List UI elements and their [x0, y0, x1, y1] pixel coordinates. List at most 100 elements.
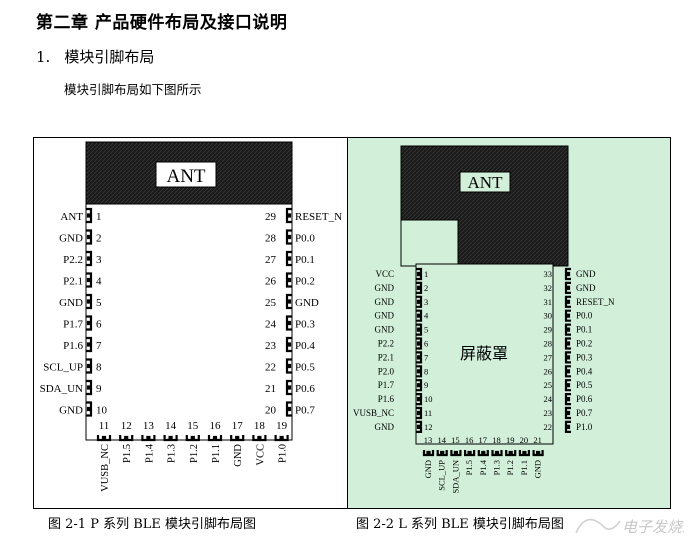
pin-pad: [285, 207, 292, 224]
pin-pad: [285, 293, 292, 310]
pin-pad: [491, 450, 503, 457]
pin-pad: [505, 450, 517, 457]
pin-name: GND: [59, 297, 83, 309]
pin-name: P1.5: [464, 460, 474, 475]
right-pin: P0.426: [544, 365, 593, 378]
pin-pad: [416, 406, 423, 420]
pin-number: 20: [520, 435, 529, 445]
pin-name: GND: [375, 325, 395, 335]
antenna-area: [400, 145, 569, 267]
shield-can: [415, 263, 554, 445]
pin-pad: [416, 365, 423, 378]
pin-name: P1.7: [63, 319, 83, 331]
watermark-swoosh: [575, 518, 621, 534]
pin-number: 24: [265, 319, 277, 331]
right-pin: P0.3 24: [265, 315, 315, 331]
right-pin: P0.030: [544, 309, 593, 322]
pin-pad: [86, 358, 93, 374]
pin-name: P0.5: [295, 362, 315, 374]
pin-pad: [86, 401, 93, 417]
pin-name: GND: [533, 460, 543, 478]
pin-name: P1.6: [378, 394, 395, 404]
pin-name: P2.0: [378, 366, 395, 376]
pin-name: P1.3: [167, 444, 178, 463]
pin-number: 15: [451, 435, 460, 445]
pin-name: GND: [576, 283, 596, 293]
pin-name: GND: [59, 233, 83, 245]
pin-name: ANT: [60, 211, 83, 223]
pin-number: 7: [424, 352, 428, 362]
right-pin: P0.228: [544, 337, 592, 350]
section-heading: 1.模块引脚布局: [36, 46, 154, 67]
pin-pad: [285, 401, 292, 417]
pin-name: P0.3: [295, 319, 315, 331]
pin-name: P0.7: [576, 408, 593, 418]
pin-name: P1.7: [378, 380, 395, 390]
pin-pad: [285, 379, 292, 396]
pin-number: 28: [265, 233, 277, 245]
pin-name: SCL_UP: [437, 460, 447, 491]
pin-pad: [285, 250, 292, 267]
right-pin: P0.621: [265, 379, 315, 396]
right-pin: P0.720: [265, 401, 315, 417]
pin-name: P1.2: [189, 444, 200, 463]
pin-name: VUSB_NC: [353, 408, 394, 418]
pin-name: P0.0: [576, 311, 593, 321]
pin-number: 31: [544, 297, 553, 307]
pin-name: SDA_UN: [40, 383, 83, 395]
intro-text: 模块引脚布局如下图所示: [64, 82, 202, 97]
pin-number: 11: [424, 408, 432, 418]
pin-pad: [86, 207, 93, 224]
watermark-text: 电子发烧友: [622, 519, 684, 536]
pin-pad: [464, 450, 476, 457]
pin-pad: [564, 351, 571, 364]
right-pin: P0.522: [265, 358, 315, 374]
pin-name: P2.2: [63, 254, 83, 266]
pin-pad: [477, 450, 489, 457]
pin-pad: [564, 393, 571, 406]
pin-number: 5: [424, 325, 428, 335]
pin-pad: [285, 229, 292, 245]
pin-pad: [86, 272, 93, 288]
pin-pad: [416, 295, 423, 308]
pin-pad: [96, 435, 112, 442]
pin-pad: [416, 267, 423, 281]
pin-number: 3: [96, 254, 102, 266]
pin-number: 21: [533, 435, 542, 445]
antenna-label-box: [155, 161, 217, 188]
pin-pad: [230, 435, 245, 442]
pin-name: P1.1: [519, 460, 529, 475]
pin-number: 18: [492, 435, 501, 445]
right-pin: RESET_N29: [265, 207, 342, 224]
pin-pad: [564, 420, 571, 433]
figure-p-caption: 图 2-1 P 系列 BLE 模块引脚布局图: [48, 517, 257, 532]
pin-pad: [564, 406, 571, 420]
pin-name: GND: [295, 297, 319, 309]
pin-name: P0.4: [576, 366, 593, 376]
pin-number: 3: [424, 297, 428, 307]
pin-name: P1.4: [478, 459, 488, 475]
right-pin: P0.624: [544, 393, 593, 406]
pin-pad: [252, 435, 267, 442]
pin-name: GND: [423, 460, 433, 478]
pin-name: P1.0: [278, 444, 289, 463]
pin-name: RESET_N: [576, 297, 615, 307]
pin-pad: [564, 323, 571, 336]
pin-number: 25: [544, 380, 553, 390]
right-pin: P0.525: [544, 379, 593, 392]
pin-number: 33: [544, 269, 553, 279]
